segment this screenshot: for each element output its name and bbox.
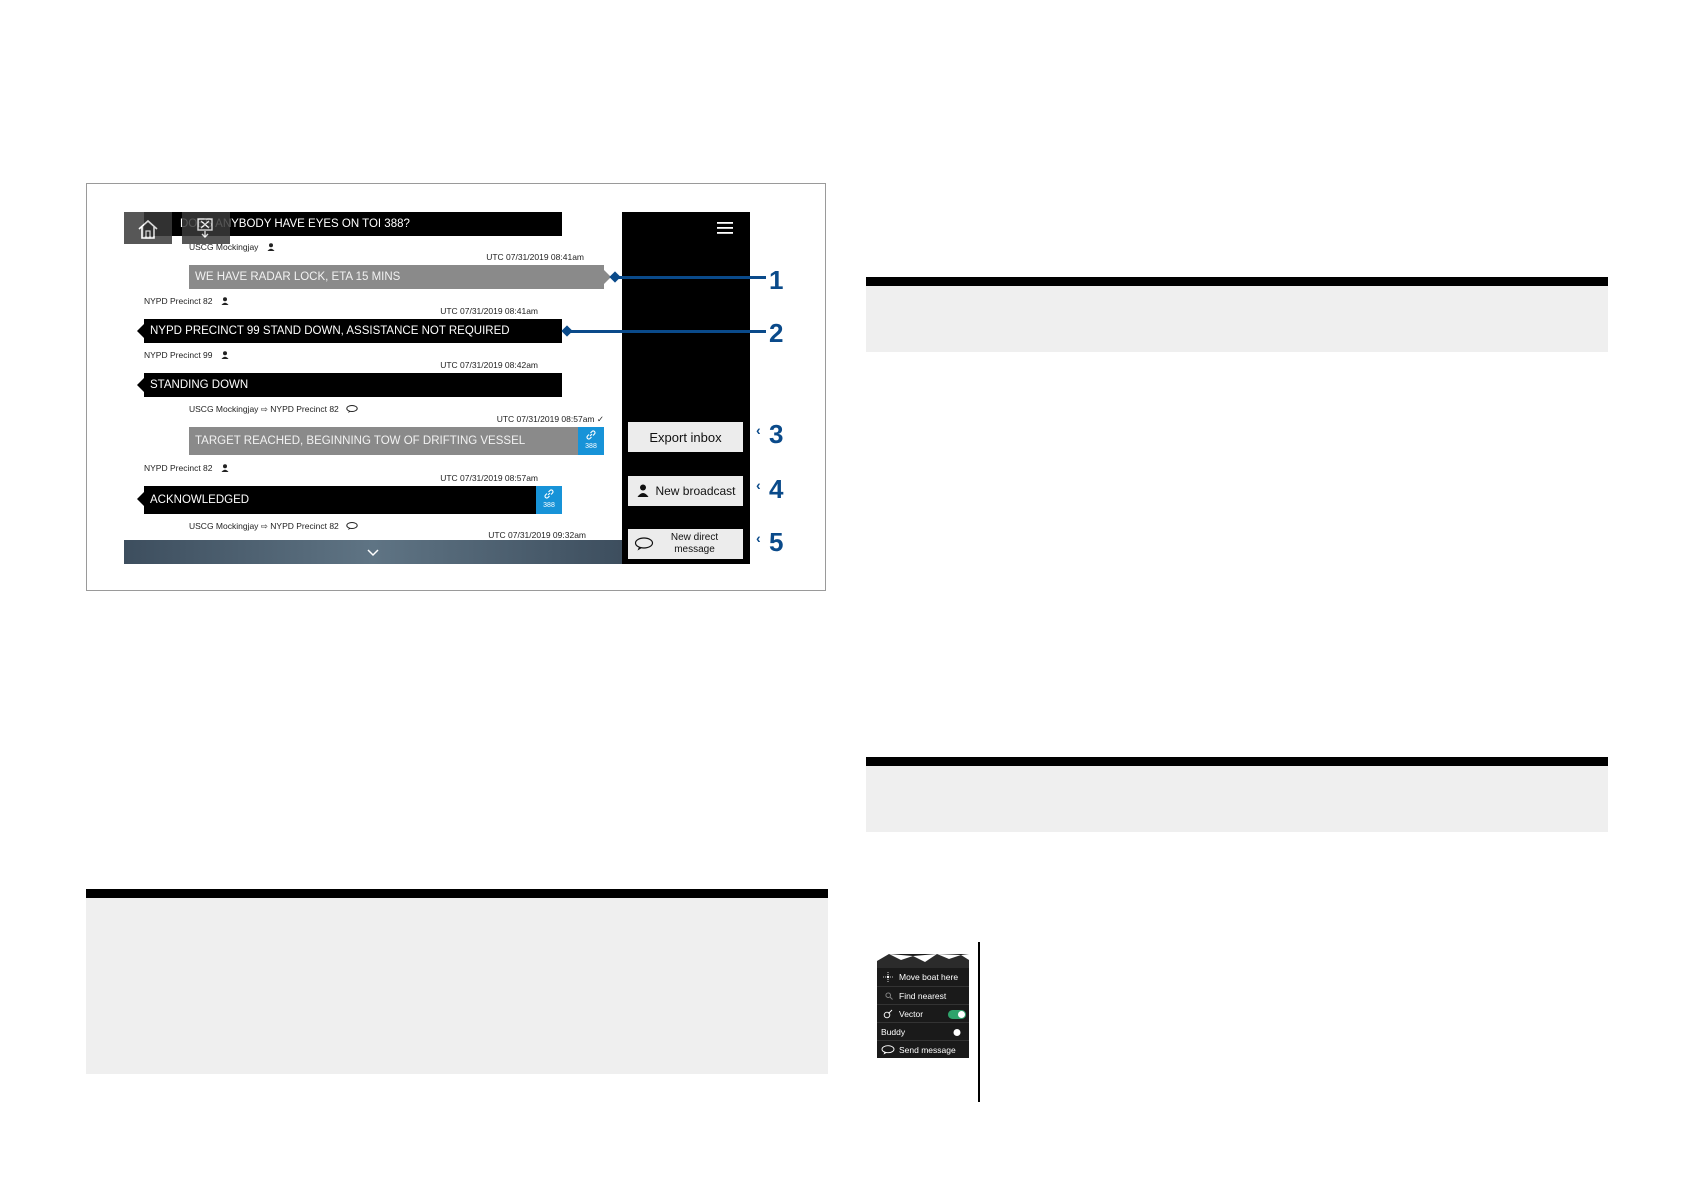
message-sender: NYPD Precinct 99	[144, 350, 229, 360]
new-broadcast-button[interactable]: New broadcast	[628, 476, 743, 506]
message-text: DOES ANYBODY HAVE EYES ON TOI 388?	[180, 218, 410, 230]
scroll-down-bar[interactable]	[124, 540, 622, 564]
user-icon	[221, 351, 229, 359]
home-icon	[138, 219, 158, 239]
hamburger-menu-icon[interactable]	[717, 222, 733, 234]
clear-icon	[197, 218, 213, 238]
bubble-tail	[137, 378, 144, 392]
menu-header-peaks	[877, 954, 969, 968]
new-direct-label-line2: message	[674, 544, 715, 555]
vector-icon	[883, 1009, 893, 1019]
user-icon	[267, 243, 275, 251]
new-direct-message-button[interactable]: New direct message	[628, 529, 743, 559]
message-bubble[interactable]: TARGET REACHED, BEGINNING TOW OF DRIFTIN…	[189, 427, 579, 455]
message-list[interactable]: DOES ANYBODY HAVE EYES ON TOI 388? USCG …	[124, 212, 622, 564]
message-text: STANDING DOWN	[150, 379, 249, 391]
user-icon	[221, 464, 229, 472]
waypoint-link-badge[interactable]: 388	[536, 486, 562, 514]
callout-line	[616, 276, 766, 279]
side-panel: Export inbox New broadcast New direct me…	[622, 212, 750, 564]
message-text: NYPD PRECINCT 99 STAND DOWN, ASSISTANCE …	[150, 325, 510, 337]
callout-number: 2	[769, 318, 784, 348]
chart-context-menu: Move boat here Find nearest Vector Buddy…	[877, 954, 969, 1058]
bubble-tail	[137, 324, 144, 338]
export-inbox-button[interactable]: Export inbox	[628, 422, 743, 452]
menu-item-find-nearest[interactable]: Find nearest	[877, 986, 969, 1004]
menu-item-label: Send message	[899, 1045, 956, 1055]
chevron-down-icon	[367, 549, 379, 557]
callout-chevron: ‹	[756, 422, 761, 438]
message-sender: NYPD Precinct 82	[144, 463, 229, 473]
message-timestamp: UTC 07/31/2019 09:32am	[488, 530, 586, 540]
messages-screen: DOES ANYBODY HAVE EYES ON TOI 388? USCG …	[124, 212, 750, 564]
note-box	[866, 277, 1608, 352]
clear-button[interactable]	[182, 212, 230, 244]
callout-chevron: ‹	[756, 530, 761, 546]
message-bubble[interactable]: ACKNOWLEDGED	[144, 486, 536, 514]
menu-item-label: Find nearest	[899, 991, 947, 1001]
bubble-tail	[137, 492, 144, 506]
bubble-tail	[604, 270, 611, 284]
callout-number: 3	[769, 419, 784, 449]
user-icon	[221, 297, 229, 305]
message-text: TARGET REACHED, BEGINNING TOW OF DRIFTIN…	[195, 435, 526, 447]
new-broadcast-label: New broadcast	[655, 484, 736, 498]
message-text: WE HAVE RADAR LOCK, ETA 15 MINS	[195, 271, 401, 283]
menu-item-buddy[interactable]: Buddy	[877, 1022, 969, 1040]
message-sender: USCG Mockingjay ⇨ NYPD Precinct 82	[189, 404, 358, 415]
chat-icon	[881, 1045, 895, 1055]
callout-number: 1	[769, 265, 784, 295]
menu-item-label: Buddy	[881, 1027, 906, 1037]
link-icon	[544, 489, 554, 499]
link-badge-number: 388	[585, 443, 597, 450]
chat-icon	[346, 405, 358, 413]
message-timestamp: UTC 07/31/2019 08:57am ✓	[496, 414, 604, 424]
callout-number: 5	[769, 527, 784, 557]
message-bubble[interactable]: WE HAVE RADAR LOCK, ETA 15 MINS	[189, 265, 604, 289]
note-box	[866, 757, 1608, 832]
waypoint-link-badge[interactable]: 388	[578, 427, 604, 455]
menu-item-vector[interactable]: Vector	[877, 1004, 969, 1022]
search-icon	[885, 992, 893, 1000]
link-badge-number: 388	[543, 502, 555, 509]
home-button[interactable]	[124, 212, 172, 244]
toggle-icon[interactable]	[948, 1010, 966, 1019]
message-bubble[interactable]: NYPD PRECINCT 99 STAND DOWN, ASSISTANCE …	[144, 319, 562, 343]
message-sender: NYPD Precinct 82	[144, 296, 229, 306]
move-boat-icon	[883, 972, 893, 982]
menu-item-move-boat-here[interactable]: Move boat here	[877, 968, 969, 986]
message-timestamp: UTC 07/31/2019 08:42am	[440, 360, 538, 370]
link-icon	[586, 430, 596, 440]
menu-item-send-message[interactable]: Send message	[877, 1040, 969, 1058]
message-timestamp: UTC 07/31/2019 08:57am	[440, 473, 538, 483]
message-sender: USCG Mockingjay	[189, 242, 275, 252]
chat-icon	[346, 522, 358, 530]
user-icon	[637, 484, 649, 497]
message-text: ACKNOWLEDGED	[150, 494, 250, 506]
menu-item-label: Vector	[899, 1009, 924, 1019]
toggle-icon[interactable]	[948, 1028, 966, 1037]
message-sender: USCG Mockingjay ⇨ NYPD Precinct 82	[189, 521, 358, 532]
menu-item-label: Move boat here	[899, 972, 959, 982]
message-timestamp: UTC 07/31/2019 08:41am	[486, 252, 584, 262]
new-direct-label-line1: New direct	[670, 532, 719, 543]
callout-line	[568, 330, 766, 333]
divider-line	[978, 942, 980, 1102]
note-box	[86, 889, 828, 1074]
message-bubble[interactable]: STANDING DOWN	[144, 373, 562, 397]
chat-icon	[634, 537, 654, 551]
callout-number: 4	[769, 474, 784, 504]
message-timestamp: UTC 07/31/2019 08:41am	[440, 306, 538, 316]
callout-chevron: ‹	[756, 477, 761, 493]
